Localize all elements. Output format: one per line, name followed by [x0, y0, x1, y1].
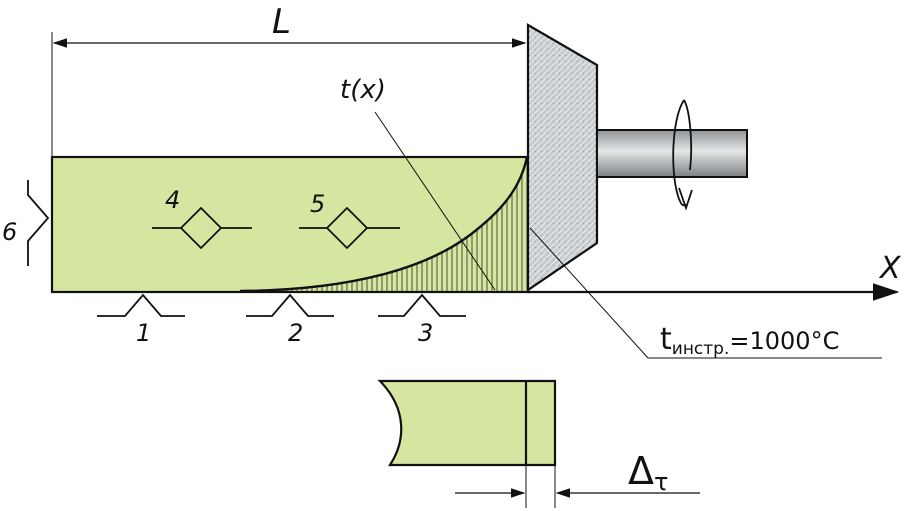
temperature-hatch-area [240, 157, 527, 291]
marker-4-symbol [152, 206, 252, 250]
x-axis-label: X [878, 251, 902, 286]
marker-6-symbol [27, 180, 50, 266]
marker-3-label: 3 [418, 319, 433, 347]
delta-label: Δτ [628, 449, 668, 496]
delta-subscript: τ [654, 468, 668, 496]
delta-symbol: Δ [628, 449, 654, 493]
temperature-curve [239, 156, 529, 293]
tool-temp-subscript: инстр. [672, 339, 730, 359]
tool-shaft [596, 129, 748, 178]
marker-2-symbol [246, 293, 334, 317]
curve-leader-line [374, 111, 496, 291]
rotation-arrow [672, 99, 687, 207]
rotation-arrow-tail [683, 99, 693, 171]
tool-temp-value: =1000°C [729, 327, 839, 355]
grinding-tool [526, 23, 599, 293]
tool-temp-t: t [660, 322, 672, 357]
tool-temp-label: tинстр.=1000°C [660, 322, 839, 359]
marker-6-label: 6 [2, 218, 17, 246]
cut-piece [377, 379, 557, 467]
marker-1-label: 1 [136, 319, 151, 347]
curve-label: t(x) [340, 75, 386, 105]
marker-4-label: 4 [165, 186, 180, 214]
marker-3-symbol [378, 293, 466, 317]
rotation-arrow-head [678, 187, 693, 211]
marker-5-label: 5 [310, 190, 325, 218]
marker-1-symbol [97, 293, 185, 317]
length-label: L [272, 2, 291, 42]
marker-2-label: 2 [288, 319, 303, 347]
marker-5-symbol [299, 206, 400, 250]
tool-temp-leader [529, 227, 649, 359]
